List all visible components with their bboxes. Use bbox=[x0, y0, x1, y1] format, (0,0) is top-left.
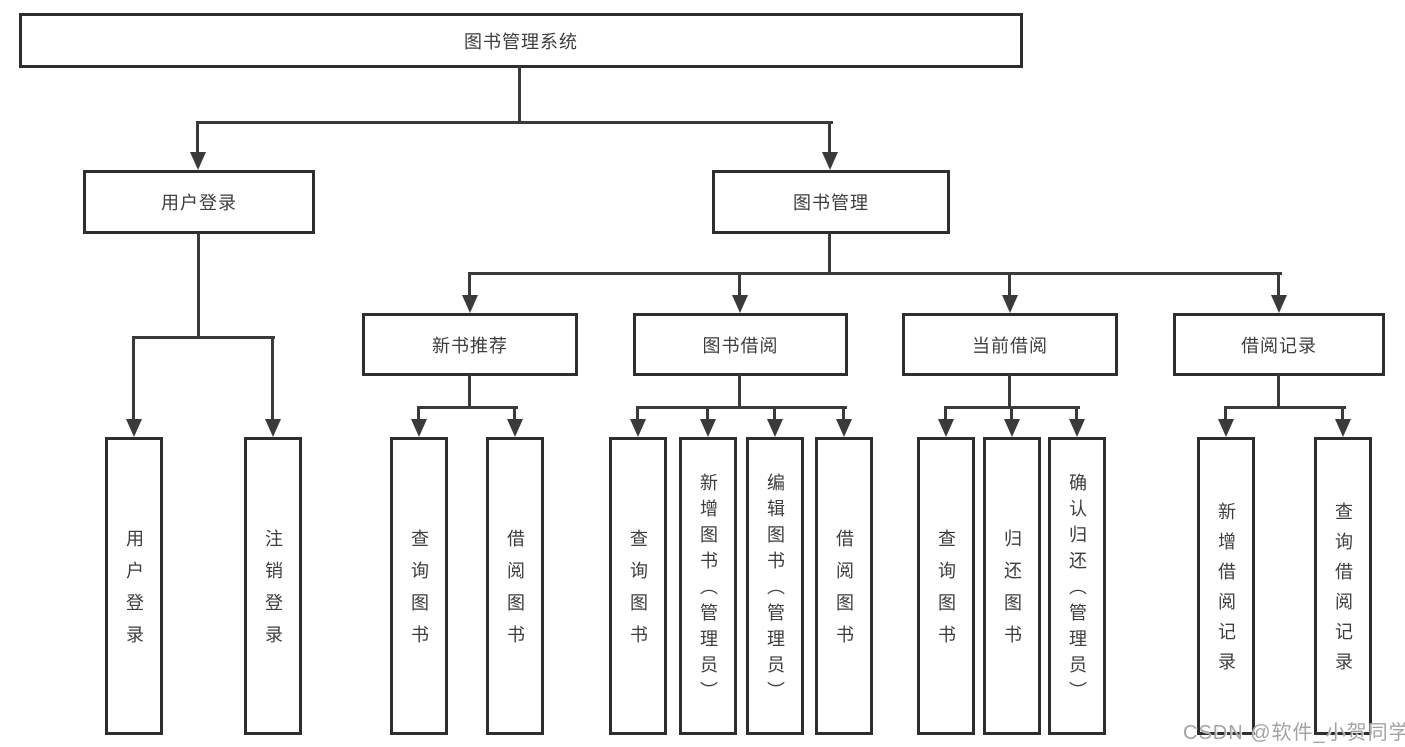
leaf-borrow-books-recommend: 借阅图书 bbox=[486, 437, 544, 735]
connector-line bbox=[1224, 406, 1227, 421]
leaf-query-books-borrowing: 查询图书 bbox=[609, 437, 667, 735]
connector-line bbox=[197, 121, 833, 124]
arrow-down-icon bbox=[700, 419, 716, 437]
connector-line bbox=[828, 121, 831, 154]
node-book-borrowing-label: 图书借阅 bbox=[702, 335, 779, 356]
node-book-borrowing: 图书借阅 bbox=[633, 313, 848, 376]
arrow-down-icon bbox=[1004, 419, 1020, 437]
connector-line bbox=[468, 272, 471, 297]
leaf-confirm-return-admin-label: 确认归还（管理员） bbox=[1067, 473, 1087, 707]
node-borrowing-records-label: 借阅记录 bbox=[1241, 335, 1317, 356]
connector-line bbox=[1008, 272, 1011, 297]
connector-line bbox=[706, 406, 709, 421]
leaf-add-borrow-record: 新增借阅记录 bbox=[1197, 437, 1255, 735]
arrow-down-icon bbox=[1002, 295, 1018, 313]
arrow-down-icon bbox=[630, 419, 646, 437]
node-new-book-recommendation: 新书推荐 bbox=[362, 313, 578, 376]
leaf-query-books-borrowing-label: 查询图书 bbox=[628, 529, 648, 657]
arrow-down-icon bbox=[411, 419, 427, 437]
leaf-logout-label: 注销登录 bbox=[263, 529, 283, 657]
arrow-down-icon bbox=[1271, 295, 1287, 313]
arrow-down-icon bbox=[1218, 419, 1234, 437]
connector-line bbox=[1224, 406, 1346, 409]
node-root: 图书管理系统 bbox=[19, 13, 1023, 68]
connector-line bbox=[518, 66, 521, 123]
leaf-query-borrow-record: 查询借阅记录 bbox=[1314, 437, 1372, 735]
leaf-borrow-books-borrowing-label: 借阅图书 bbox=[834, 529, 854, 657]
connector-line bbox=[1010, 406, 1013, 421]
connector-line bbox=[636, 406, 639, 421]
node-user-login: 用户登录 bbox=[83, 170, 315, 234]
leaf-add-books-admin-label: 新增图书（管理员） bbox=[698, 473, 718, 707]
watermark: CSDN @软件_小贺同学 bbox=[1183, 722, 1405, 744]
leaf-add-borrow-record-label: 新增借阅记录 bbox=[1216, 502, 1236, 682]
connector-line bbox=[417, 406, 518, 409]
connector-line bbox=[738, 272, 741, 297]
arrow-down-icon bbox=[938, 419, 954, 437]
node-current-borrowing-label: 当前借阅 bbox=[972, 335, 1048, 356]
connector-line bbox=[636, 406, 847, 409]
arrow-down-icon bbox=[732, 295, 748, 313]
connector-line bbox=[132, 336, 275, 339]
connector-line bbox=[468, 375, 471, 409]
leaf-query-books-current-label: 查询图书 bbox=[936, 529, 956, 657]
arrow-down-icon bbox=[126, 419, 142, 437]
leaf-add-books-admin: 新增图书（管理员） bbox=[679, 437, 737, 735]
leaf-user-login-label: 用户登录 bbox=[124, 529, 144, 657]
leaf-edit-books-admin: 编辑图书（管理员） bbox=[746, 437, 804, 735]
node-root-label: 图书管理系统 bbox=[464, 31, 578, 52]
connector-line bbox=[1341, 406, 1344, 421]
arrow-down-icon bbox=[1069, 419, 1085, 437]
node-borrowing-records: 借阅记录 bbox=[1173, 313, 1385, 376]
node-current-borrowing: 当前借阅 bbox=[902, 313, 1118, 376]
connector-line bbox=[197, 233, 200, 338]
connector-line bbox=[513, 406, 516, 421]
connector-line bbox=[1277, 375, 1280, 409]
leaf-edit-books-admin-label: 编辑图书（管理员） bbox=[765, 473, 785, 707]
connector-line bbox=[828, 233, 831, 274]
node-book-management: 图书管理 bbox=[712, 170, 950, 234]
arrow-down-icon bbox=[1335, 419, 1351, 437]
leaf-confirm-return-admin: 确认归还（管理员） bbox=[1048, 437, 1106, 735]
leaf-query-books-current: 查询图书 bbox=[917, 437, 975, 735]
connector-line bbox=[944, 406, 947, 421]
connector-line bbox=[1075, 406, 1078, 421]
leaf-borrow-books-recommend-label: 借阅图书 bbox=[505, 529, 525, 657]
connector-line bbox=[1277, 272, 1280, 297]
leaf-return-books-label: 归还图书 bbox=[1002, 529, 1022, 657]
arrow-down-icon bbox=[190, 152, 206, 170]
node-new-book-recommendation-label: 新书推荐 bbox=[432, 335, 508, 356]
connector-line bbox=[271, 336, 274, 421]
connector-line bbox=[738, 375, 741, 409]
connector-line bbox=[773, 406, 776, 421]
leaf-user-login: 用户登录 bbox=[105, 437, 163, 735]
leaf-return-books: 归还图书 bbox=[983, 437, 1041, 735]
node-user-login-label: 用户登录 bbox=[161, 193, 237, 213]
arrow-down-icon bbox=[507, 419, 523, 437]
arrow-down-icon bbox=[822, 152, 838, 170]
leaf-borrow-books-borrowing: 借阅图书 bbox=[815, 437, 873, 735]
leaf-query-books-recommend-label: 查询图书 bbox=[409, 529, 429, 657]
leaf-query-books-recommend: 查询图书 bbox=[390, 437, 448, 735]
arrow-down-icon bbox=[265, 419, 281, 437]
connector-line bbox=[417, 406, 420, 421]
arrow-down-icon bbox=[462, 295, 478, 313]
arrow-down-icon bbox=[767, 419, 783, 437]
connector-line bbox=[842, 406, 845, 421]
leaf-logout: 注销登录 bbox=[244, 437, 302, 735]
arrow-down-icon bbox=[836, 419, 852, 437]
connector-line bbox=[1008, 375, 1011, 409]
leaf-query-borrow-record-label: 查询借阅记录 bbox=[1333, 502, 1353, 682]
connector-line bbox=[468, 272, 1282, 275]
node-book-management-label: 图书管理 bbox=[793, 193, 869, 213]
connector-line bbox=[196, 121, 199, 154]
connector-line bbox=[132, 336, 135, 421]
